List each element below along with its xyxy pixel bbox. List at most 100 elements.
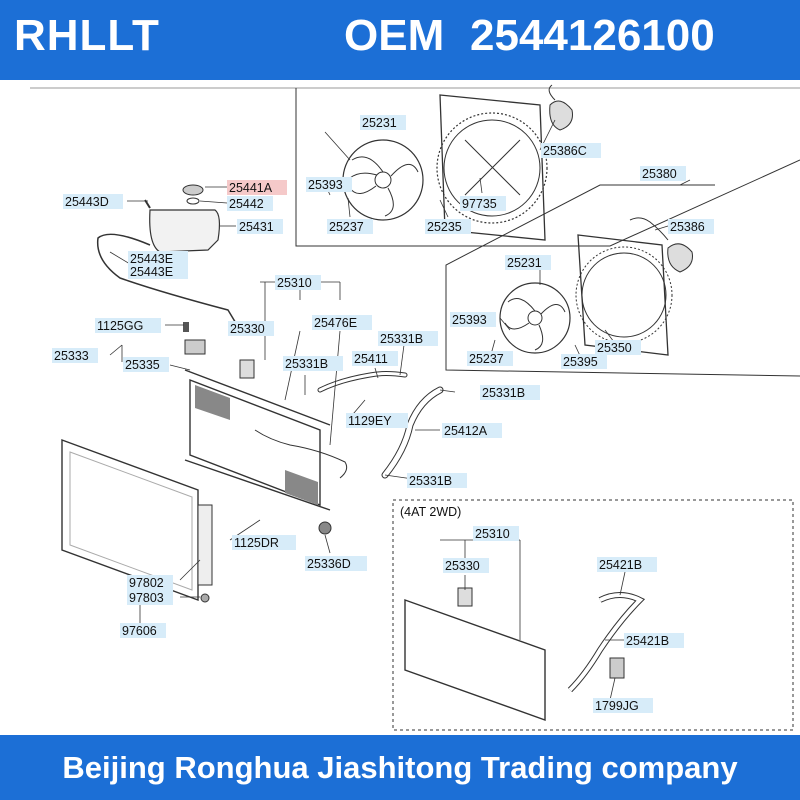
- part-label-1125GG: 1125GG: [95, 318, 161, 333]
- svg-text:25350: 25350: [597, 341, 632, 355]
- svg-text:25331B: 25331B: [380, 332, 423, 346]
- svg-text:25237: 25237: [469, 352, 504, 366]
- part-label-25333: 25333: [52, 348, 98, 363]
- svg-text:25421B: 25421B: [626, 634, 669, 648]
- part-label-1799JG: 1799JG: [593, 698, 653, 713]
- svg-text:25231: 25231: [507, 256, 542, 270]
- fan-motor-2: [629, 217, 693, 273]
- brand-name: RHLLT: [14, 11, 160, 60]
- svg-text:1125GG: 1125GG: [97, 319, 143, 333]
- fan-shroud-1: [436, 94, 548, 241]
- part-label-25235: 25235: [425, 219, 471, 234]
- oem-number: 2544126100: [470, 11, 715, 60]
- condenser: [61, 438, 213, 603]
- part-label-25331B-d: 25331B: [407, 473, 467, 488]
- oem-label: OEM: [344, 11, 445, 60]
- svg-text:25411: 25411: [354, 352, 388, 366]
- part-label-25237-a: 25237: [327, 219, 373, 234]
- fan-box-1-outline: [295, 88, 800, 247]
- svg-text:25443E: 25443E: [130, 252, 173, 266]
- part-label-25231-a: 25231: [360, 115, 406, 130]
- part-label-25330-b: 25330: [443, 558, 489, 573]
- part-label-97735: 97735: [460, 196, 506, 211]
- part-label-25386: 25386: [668, 219, 714, 234]
- svg-text:25431: 25431: [239, 220, 274, 234]
- svg-text:25442: 25442: [229, 197, 264, 211]
- svg-text:25331B: 25331B: [482, 386, 525, 400]
- svg-text:25331B: 25331B: [285, 357, 328, 371]
- svg-text:25443E: 25443E: [130, 265, 173, 279]
- svg-text:25380: 25380: [642, 167, 677, 181]
- part-label-25442: 25442: [227, 196, 273, 211]
- svg-text:25235: 25235: [427, 220, 462, 234]
- main-radiator: [184, 369, 348, 511]
- svg-text:97735: 97735: [462, 197, 497, 211]
- part-label-25421B-b: 25421B: [624, 633, 684, 648]
- part-label-25441A: 25441A: [227, 180, 287, 195]
- company-name: Beijing Ronghua Jiashitong Trading compa…: [62, 750, 738, 785]
- svg-text:25335: 25335: [125, 358, 160, 372]
- svg-text:1125DR: 1125DR: [234, 536, 279, 550]
- svg-text:25441A: 25441A: [229, 181, 273, 195]
- part-label-25393-a: 25393: [306, 177, 352, 192]
- part-label-25395: 25395: [561, 354, 607, 369]
- part-label-97606: 97606: [120, 623, 166, 638]
- svg-text:1799JG: 1799JG: [595, 699, 639, 713]
- svg-text:25330: 25330: [445, 559, 480, 573]
- fan-shroud-2: [575, 234, 673, 356]
- part-label-25411: 25411: [352, 351, 398, 366]
- svg-text:25331B: 25331B: [409, 474, 452, 488]
- svg-text:25443D: 25443D: [65, 195, 109, 209]
- variant-label: (4AT 2WD): [400, 505, 461, 519]
- part-label-25335: 25335: [123, 357, 169, 372]
- part-label-25331B-c: 25331B: [480, 385, 540, 400]
- part-label-25412A: 25412A: [442, 423, 502, 438]
- svg-text:25395: 25395: [563, 355, 598, 369]
- part-label-25310-a: 25310: [275, 275, 321, 290]
- fan-motor-1: [548, 84, 573, 131]
- part-label-25431: 25431: [237, 219, 283, 234]
- part-label-25380: 25380: [640, 166, 686, 181]
- part-label-25421B-a: 25421B: [597, 557, 657, 572]
- part-label-25443D: 25443D: [63, 194, 123, 209]
- svg-text:25393: 25393: [452, 313, 487, 327]
- radiator-hoses: [183, 322, 444, 535]
- fan-box-2-outline: [445, 184, 800, 377]
- part-label-25331B-a: 25331B: [378, 331, 438, 346]
- svg-text:25333: 25333: [54, 349, 89, 363]
- variant-box: [392, 499, 794, 731]
- cooling-fan-1: [342, 139, 424, 221]
- part-label-97803: 97803: [127, 590, 173, 605]
- part-label-25310-b: 25310: [473, 526, 519, 541]
- part-label-25443E-a: 25443E: [128, 251, 188, 266]
- header-bar: [0, 0, 800, 80]
- svg-text:97606: 97606: [122, 624, 157, 638]
- svg-text:25386: 25386: [670, 220, 705, 234]
- svg-text:25386C: 25386C: [543, 144, 587, 158]
- svg-text:1129EY: 1129EY: [348, 414, 392, 428]
- svg-text:25336D: 25336D: [307, 557, 351, 571]
- footer-bar: [0, 735, 800, 800]
- part-label-25237-b: 25237: [467, 351, 513, 366]
- part-label-25393-b: 25393: [450, 312, 496, 327]
- part-label-25330-a: 25330: [228, 321, 274, 336]
- part-label-25443E-b: 25443E: [128, 264, 188, 279]
- svg-text:25393: 25393: [308, 178, 343, 192]
- svg-text:25310: 25310: [475, 527, 510, 541]
- svg-text:97802: 97802: [129, 576, 164, 590]
- svg-text:25412A: 25412A: [444, 424, 488, 438]
- svg-text:25476E: 25476E: [314, 316, 357, 330]
- svg-text:25330: 25330: [230, 322, 265, 336]
- part-label-25231-b: 25231: [505, 255, 551, 270]
- svg-text:25231: 25231: [362, 116, 397, 130]
- variant-radiator: [404, 587, 646, 721]
- part-label-25336D: 25336D: [305, 556, 367, 571]
- part-label-1125DR: 1125DR: [232, 535, 296, 550]
- svg-text:25421B: 25421B: [599, 558, 642, 572]
- svg-text:25237: 25237: [329, 220, 364, 234]
- part-label-1129EY: 1129EY: [346, 413, 408, 428]
- svg-text:(4AT 2WD): (4AT 2WD): [400, 505, 461, 519]
- cooling-fan-2: [499, 282, 571, 354]
- part-label-97802: 97802: [127, 575, 173, 590]
